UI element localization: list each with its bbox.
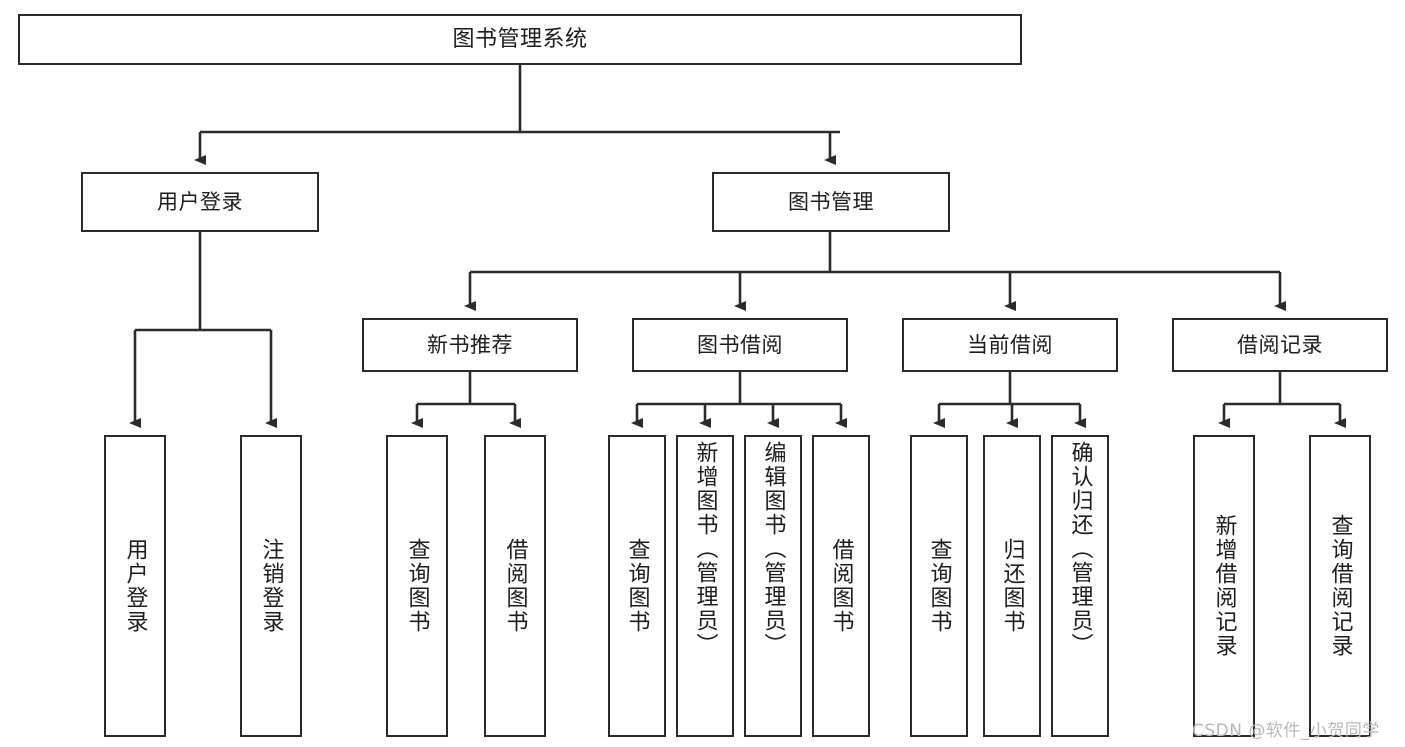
node-leaf-return-book-label: 归还图书	[999, 538, 1025, 634]
node-root-label: 图书管理系统	[452, 26, 588, 52]
node-leaf-edit-book-label: 编辑图书（管理员）	[760, 441, 786, 657]
node-leaf-add-book[interactable]: 新增图书（管理员）	[676, 435, 734, 737]
node-leaf-borrow-book-2[interactable]: 借阅图书	[812, 435, 870, 737]
node-current-borrow[interactable]: 当前借阅	[902, 318, 1118, 372]
node-user-login-label: 用户登录	[157, 189, 243, 214]
node-leaf-query-record-label: 查询借阅记录	[1327, 514, 1353, 658]
node-book-manage[interactable]: 图书管理	[712, 172, 950, 232]
node-leaf-query-book-3[interactable]: 查询图书	[910, 435, 968, 737]
node-leaf-logout-label: 注销登录	[258, 538, 284, 634]
node-new-book-rec[interactable]: 新书推荐	[362, 318, 578, 372]
node-leaf-user-login[interactable]: 用户登录	[104, 435, 166, 737]
node-leaf-add-record-label: 新增借阅记录	[1211, 514, 1237, 658]
node-leaf-query-book-2[interactable]: 查询图书	[608, 435, 666, 737]
node-leaf-logout[interactable]: 注销登录	[240, 435, 302, 737]
node-leaf-borrow-book-2-label: 借阅图书	[828, 538, 854, 634]
csdn-watermark: CSDN @软件_小贺同学	[1192, 721, 1380, 741]
node-book-borrow-label: 图书借阅	[697, 332, 783, 357]
node-leaf-confirm-return-label: 确认归还（管理员）	[1067, 441, 1093, 657]
node-leaf-query-book-2-label: 查询图书	[624, 538, 650, 634]
node-root[interactable]: 图书管理系统	[18, 14, 1022, 65]
node-leaf-query-book-3-label: 查询图书	[926, 538, 952, 634]
node-leaf-return-book[interactable]: 归还图书	[983, 435, 1041, 737]
node-user-login[interactable]: 用户登录	[81, 172, 319, 232]
node-leaf-borrow-book-1[interactable]: 借阅图书	[484, 435, 546, 737]
node-book-manage-label: 图书管理	[788, 189, 874, 214]
node-leaf-user-login-label: 用户登录	[122, 538, 148, 634]
node-leaf-confirm-return[interactable]: 确认归还（管理员）	[1051, 435, 1109, 737]
node-leaf-add-book-label: 新增图书（管理员）	[692, 441, 718, 657]
node-borrow-record[interactable]: 借阅记录	[1172, 318, 1388, 372]
node-leaf-query-book-1[interactable]: 查询图书	[386, 435, 448, 737]
node-leaf-query-book-1-label: 查询图书	[404, 538, 430, 634]
node-current-borrow-label: 当前借阅	[967, 332, 1053, 357]
node-book-borrow[interactable]: 图书借阅	[632, 318, 848, 372]
node-new-book-rec-label: 新书推荐	[427, 332, 513, 357]
node-leaf-borrow-book-1-label: 借阅图书	[502, 538, 528, 634]
node-borrow-record-label: 借阅记录	[1237, 332, 1323, 357]
node-leaf-query-record[interactable]: 查询借阅记录	[1309, 435, 1371, 737]
node-leaf-edit-book[interactable]: 编辑图书（管理员）	[744, 435, 802, 737]
node-leaf-add-record[interactable]: 新增借阅记录	[1193, 435, 1255, 737]
